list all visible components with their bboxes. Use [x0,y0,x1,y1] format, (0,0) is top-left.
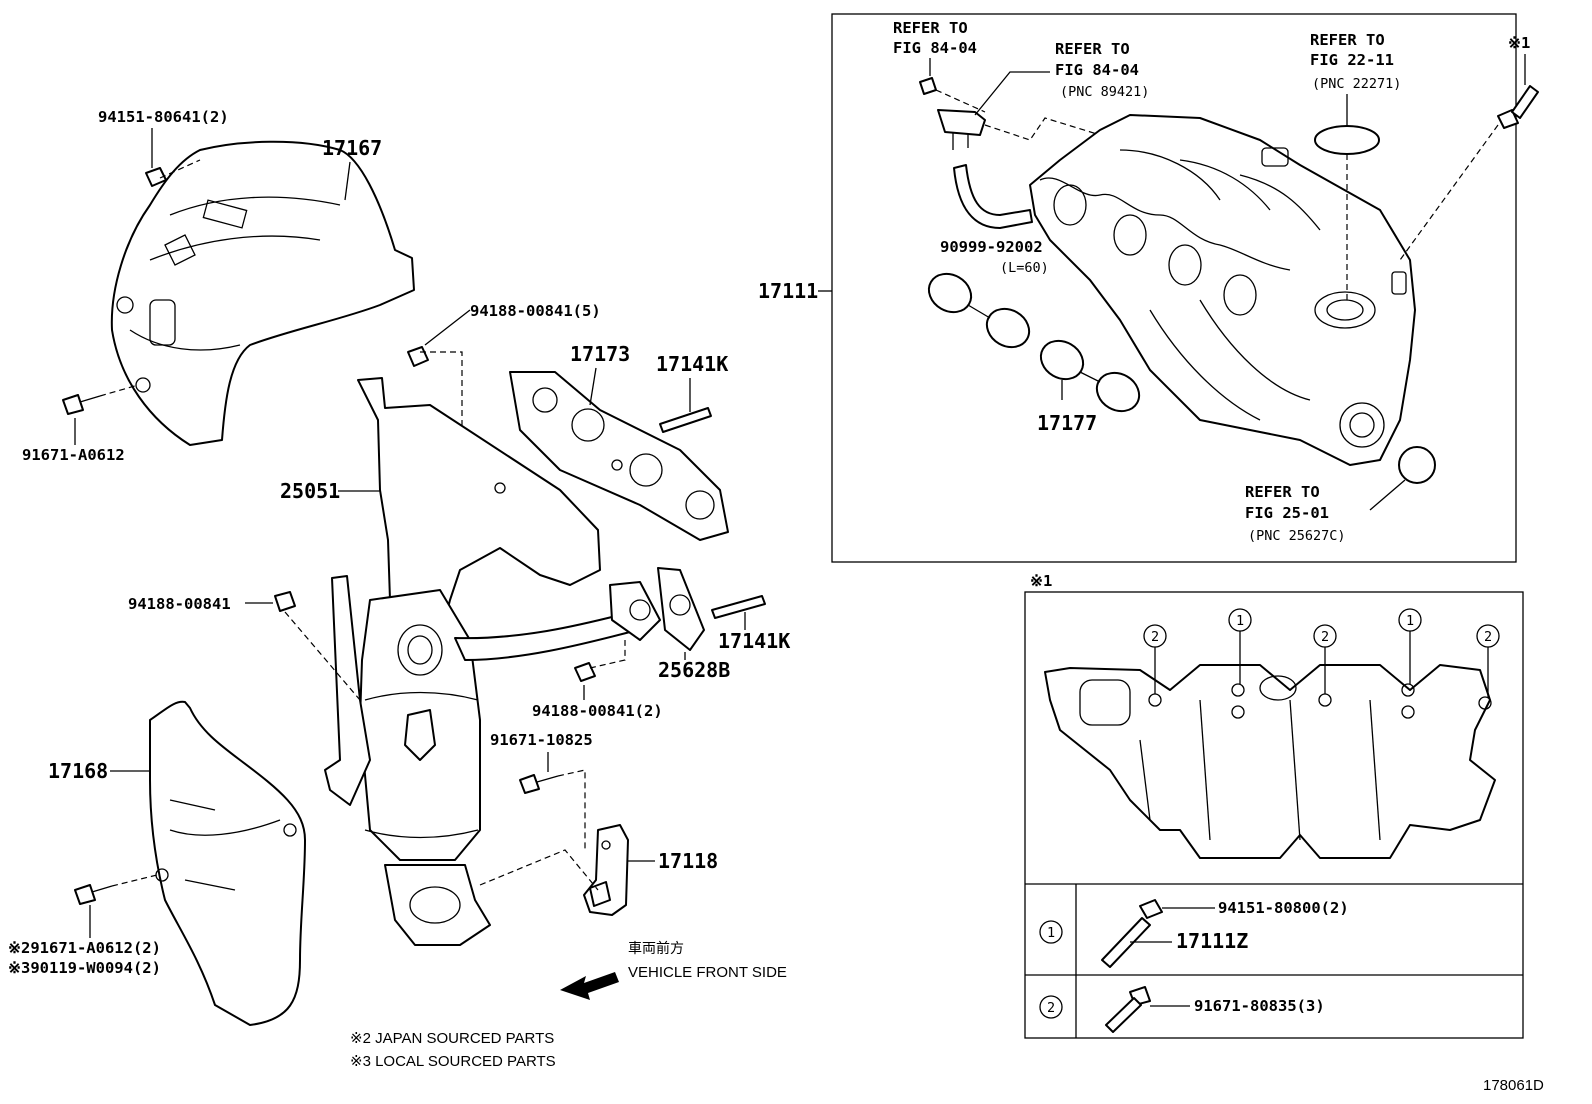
refer4-line3: (PNC 25627C) [1248,528,1346,544]
figure-id: 178061D [1483,1077,1544,1094]
nut-94188-00841-2 [574,640,626,682]
row1-callout [1039,920,1063,944]
label-17177: 17177 [1037,411,1097,435]
refer2-line1: REFER TO [1055,40,1130,58]
label-17111Z: 17111Z [1176,929,1248,953]
label-25628B: 25628B [658,658,730,682]
stud-17141k-upper [659,407,712,433]
label-94151-80641: 94151-80641(2) [98,108,229,126]
row2-callout [1039,995,1063,1019]
callout-1-b: 1 [1406,613,1414,629]
label-17118: 17118 [658,849,718,873]
label-91671-A0612: 91671-A0612 [22,446,125,464]
exhaust-manifold-converter [324,377,661,946]
callout-markers [1143,608,1500,697]
label-17141k-lower: 17141K [718,629,790,653]
intake-manifold-box [831,13,1517,563]
legend-local-sourced: ※3 LOCAL SOURCED PARTS [350,1053,556,1070]
label-94188-00841-2: 94188-00841(2) [532,702,663,720]
mark-1-box: ※1 [1030,572,1052,590]
bolt-91671-10825 [519,769,586,850]
intake-manifold-detail [1044,664,1496,859]
refer1-line2: FIG 84-04 [893,39,977,57]
o-ring-25627C [1398,446,1436,484]
exhaust-manifold-gasket [509,371,729,541]
vacuum-hose [953,164,1033,229]
stud-nut-17111Z [1101,899,1215,968]
stud-17141k-lower [711,595,766,619]
label-17173: 17173 [570,342,630,366]
label-vehicle-front-jp: 車両前方 [628,940,684,957]
label-note3-90119-W0094: ※390119-W0094(2) [8,959,161,977]
intake-manifold [1029,114,1416,466]
label-25051: 25051 [280,479,340,503]
mark-1-top: ※1 [1508,34,1530,52]
label-17168: 17168 [48,759,108,783]
refer3-line1: REFER TO [1310,31,1385,49]
bolt-mark-1 [1399,85,1539,261]
heat-insulator-lower [149,700,306,1026]
refer3-line3: (PNC 22271) [1312,76,1401,92]
heat-insulator-17118 [479,824,629,916]
callout-2-b: 2 [1321,629,1329,645]
label-90999-92002: 90999-92002 [940,238,1043,256]
label-17111: 17111 [758,279,818,303]
row1-callout-number: 1 [1047,925,1055,941]
refer4-line1: REFER TO [1245,483,1320,501]
callout-2-a: 2 [1151,629,1159,645]
callout-2-c: 2 [1484,629,1492,645]
label-94151-80800: 94151-80800(2) [1218,899,1349,917]
intake-gasket-set [927,272,1141,413]
label-91671-10825: 91671-10825 [490,731,593,749]
callout-1-a: 1 [1236,613,1244,629]
bolt-91671-A0612 [62,384,139,415]
refer3-line2: FIG 22-11 [1310,51,1394,69]
row2-callout-number: 2 [1047,1000,1055,1016]
label-vehicle-front-en: VEHICLE FRONT SIDE [628,964,787,981]
label-94188-00841: 94188-00841 [128,595,231,613]
label-90999-length: (L=60) [1000,260,1049,276]
bolt-91671-80835 [1105,986,1190,1033]
label-note2-91671-A0612: ※291671-A0612(2) [8,939,161,957]
vacuum-sensor [919,71,1111,150]
refer2-line3: (PNC 89421) [1060,84,1149,100]
refer2-line2: FIG 84-04 [1055,61,1139,79]
label-17167: 17167 [322,136,382,160]
nut-94151-80641 [145,159,201,187]
legend-japan-sourced: ※2 JAPAN SOURCED PARTS [350,1030,554,1047]
heat-insulator-upper [110,140,415,446]
label-91671-80835: 91671-80835(3) [1194,997,1325,1015]
gasket-25628B [657,567,705,651]
o-ring-22271 [1314,125,1380,155]
label-17141k-upper: 17141K [656,352,728,376]
refer4-line2: FIG 25-01 [1245,504,1329,522]
refer1-line1: REFER TO [893,19,968,37]
vehicle-front-arrow [560,972,619,1000]
label-94188-00841-5: 94188-00841(5) [470,302,601,320]
detail-box [1024,591,1524,1039]
bolt-91671-A0612-lower [74,874,158,905]
nut-94188-00841 [274,591,361,701]
